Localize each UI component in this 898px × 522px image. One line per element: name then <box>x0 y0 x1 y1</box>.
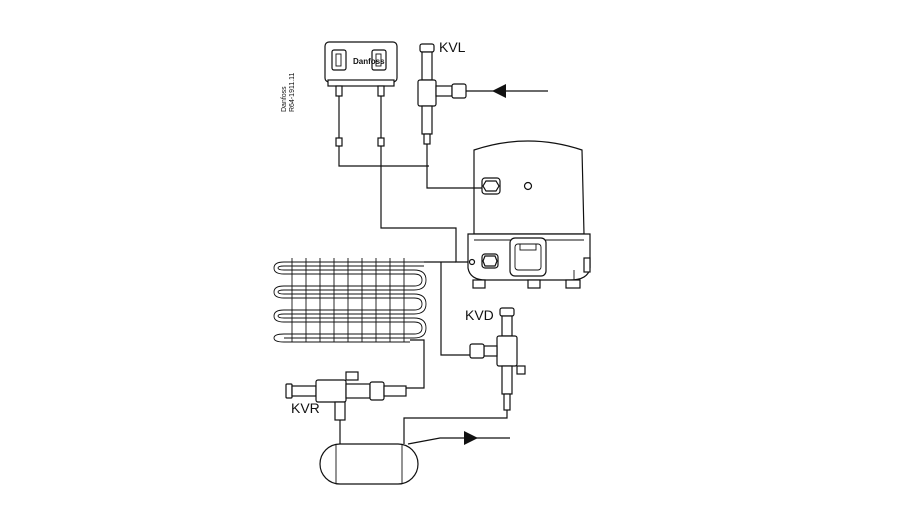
drawing-code-text: R64-1911.11 <box>289 72 296 112</box>
compressor <box>467 140 591 289</box>
arrow-right-icon <box>464 431 478 445</box>
liquid-receiver <box>319 443 419 485</box>
kvl-label: KVL <box>439 39 466 55</box>
condenser-coil <box>273 258 427 343</box>
kvd-label: KVD <box>465 307 494 323</box>
kvd-valve <box>469 307 526 411</box>
piping <box>338 144 510 445</box>
pressure-switch: Danfoss <box>324 41 398 147</box>
arrow-left-icon <box>492 84 506 98</box>
kvl-valve <box>417 43 548 145</box>
kvr-label: KVR <box>291 400 320 416</box>
brand-text: Danfoss <box>281 86 288 112</box>
kvr-valve <box>285 371 407 421</box>
svg-text:Danfoss: Danfoss <box>353 57 385 66</box>
